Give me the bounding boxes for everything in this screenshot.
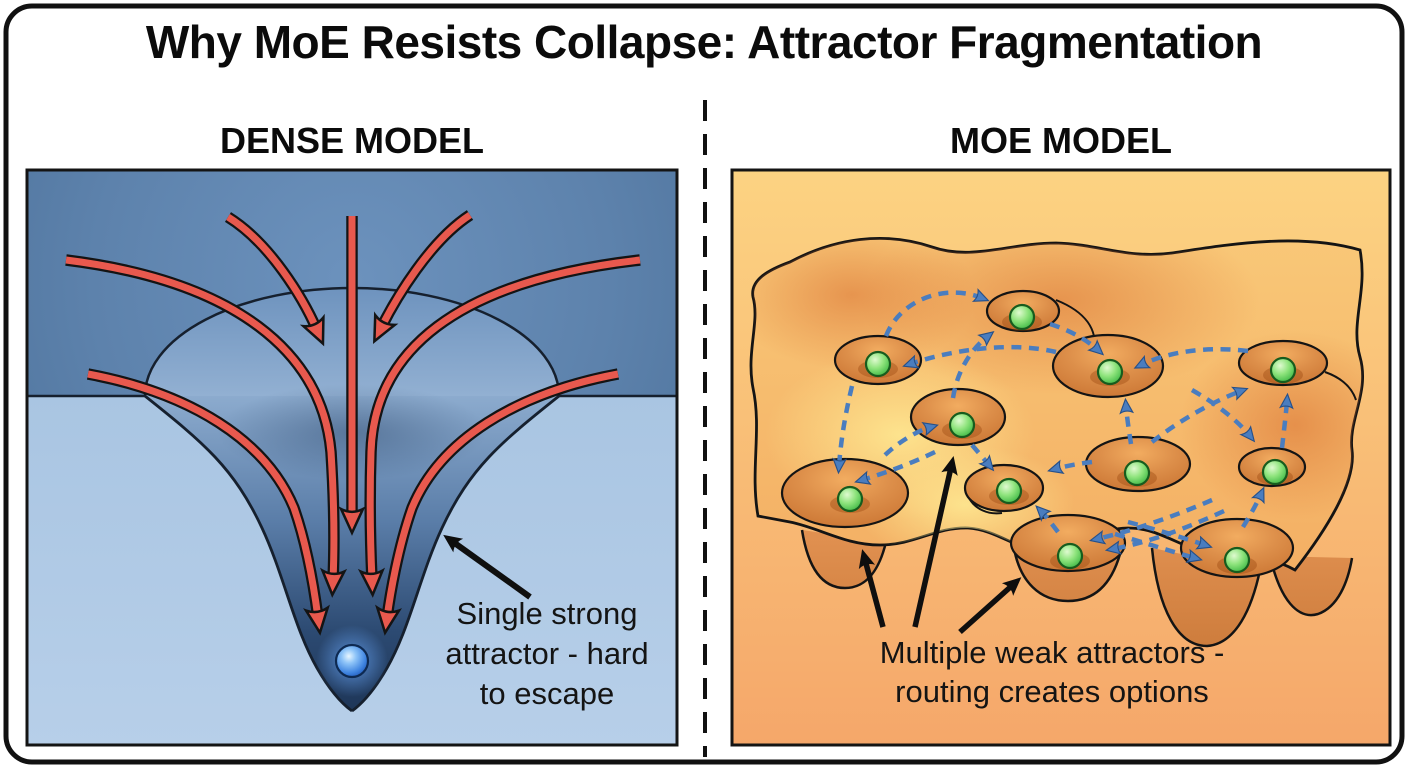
moe-caption-line-1: Multiple weak attractors - <box>880 635 1225 670</box>
dense-panel-border <box>25 168 679 747</box>
dense-caption-line-1: Single strong <box>457 596 638 631</box>
weak-attractor-ball-icon <box>948 411 976 439</box>
routing-arrow <box>832 385 855 475</box>
routing-arrow <box>1133 347 1249 369</box>
weak-attractor-ball-icon <box>1056 542 1084 570</box>
weak-attractor-basin <box>1009 513 1127 573</box>
moe-attractor-balls <box>830 303 1303 574</box>
routing-arrow <box>1119 397 1135 445</box>
weak-attractor-ball-icon <box>1008 303 1036 331</box>
weak-attractor-ball-icon <box>1096 358 1124 386</box>
moe-model-panel: Multiple weak attractors - routing creat… <box>732 170 1390 745</box>
routing-arrow <box>1127 519 1213 550</box>
attractor-funnel <box>145 396 559 711</box>
routing-arrow <box>950 330 995 399</box>
routing-arrow <box>883 288 990 337</box>
routing-arrow <box>1241 486 1265 529</box>
dense-panel-header: DENSE MODEL <box>220 120 484 161</box>
weak-attractor-ball-icon <box>995 477 1023 505</box>
dense-model-panel <box>27 170 677 745</box>
weak-attractor-ball-icon <box>1123 459 1151 487</box>
moe-caption-line-2: routing creates options <box>895 674 1209 709</box>
weak-attractor-ball-icon <box>1261 458 1289 486</box>
flow-arrow-mid-left <box>86 368 330 636</box>
moe-annotation-arrow <box>858 549 886 628</box>
routing-arrows <box>832 288 1294 564</box>
routing-arrow <box>1035 505 1060 534</box>
flow-arrow-mid-right <box>375 368 620 636</box>
weak-attractor-ball-icon <box>1269 356 1297 384</box>
routing-arrow <box>1278 392 1294 449</box>
dense-caption-line-2: attractor - hard <box>445 636 648 671</box>
flow-arrow-far-left <box>65 254 348 598</box>
routing-arrow <box>1049 321 1105 356</box>
flow-arrow-top-right <box>373 210 474 344</box>
routing-arrow <box>1047 459 1093 474</box>
routing-arrow <box>1150 386 1249 444</box>
dense-annotation: Single strong attractor - hard to escape <box>443 534 649 711</box>
routing-arrow <box>854 449 936 485</box>
page-title: Why MoE Resists Collapse: Attractor Frag… <box>146 16 1262 68</box>
moe-annotation-arrows <box>858 456 1022 635</box>
moe-annotation-arrow <box>912 456 958 628</box>
routing-arrow <box>883 422 939 457</box>
routing-arrow <box>1088 497 1213 545</box>
weak-attractor-ball-icon <box>864 350 892 378</box>
dense-annotation-arrow <box>443 534 532 600</box>
strong-attractor-ball-icon <box>334 643 370 679</box>
dense-caption-line-3: to escape <box>480 676 614 711</box>
flow-arrow-top-left <box>224 212 325 347</box>
gradient-flow-arrows <box>65 210 641 636</box>
flow-arrow-far-right <box>357 254 641 598</box>
routing-arrow <box>970 443 995 472</box>
weak-attractor-ball-icon <box>836 485 864 513</box>
weak-attractor-ball-icon <box>1223 546 1251 574</box>
routing-arrow <box>902 344 1057 369</box>
routing-arrow <box>1190 388 1256 443</box>
moe-annotation-arrow <box>958 577 1022 635</box>
routing-arrow <box>1114 531 1203 564</box>
moe-panel-border <box>730 168 1392 747</box>
moe-panel-header: MOE MODEL <box>950 120 1172 161</box>
